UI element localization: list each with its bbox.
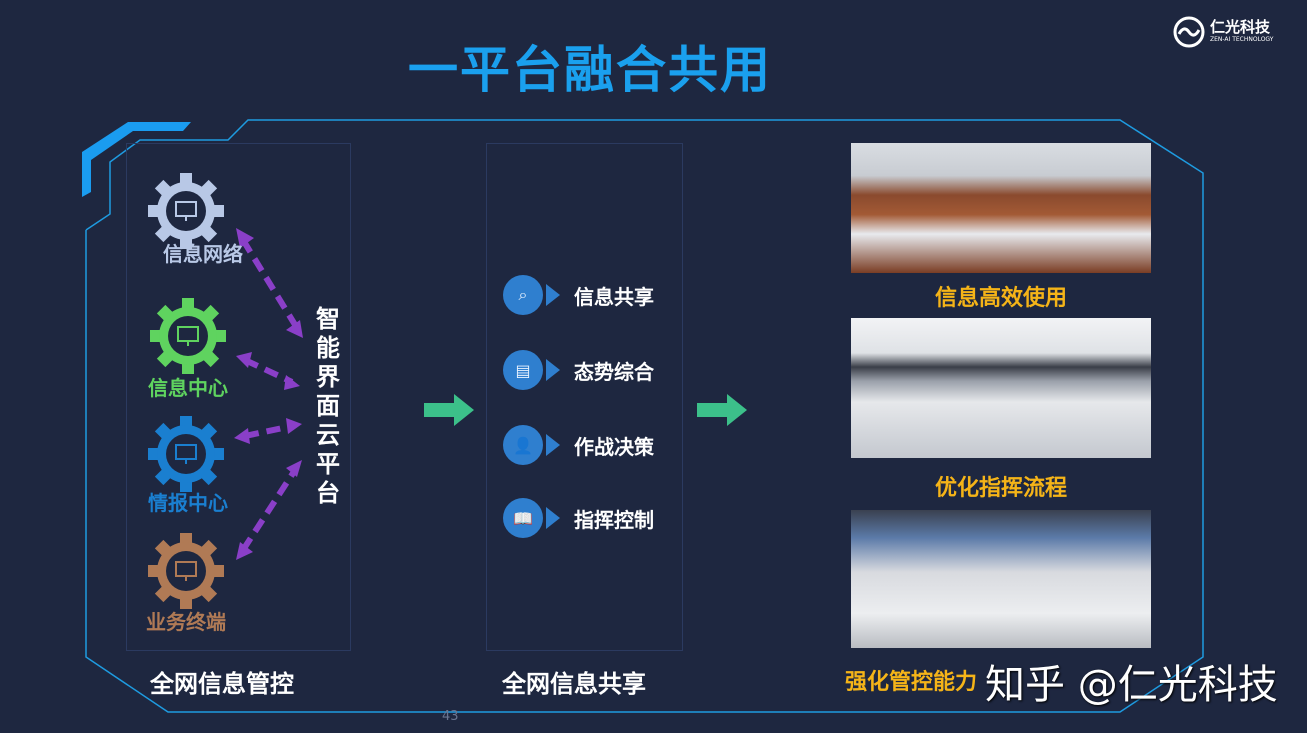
node-label: 信息网络: [163, 242, 243, 266]
item-command-control: 📖指挥控制: [503, 498, 654, 538]
command-center-photo-1: [851, 143, 1151, 273]
middle-footer: 全网信息共享: [502, 670, 646, 698]
smart-cloud-platform-label: 智能界面云平台: [316, 305, 340, 507]
node-label: 业务终端: [146, 610, 226, 634]
gear-tablet-mail-icon: [148, 173, 224, 249]
gear-monitor-icon: [148, 533, 224, 609]
logo-name: 仁光科技: [1210, 18, 1271, 36]
item-info-sharing: ⌕信息共享: [503, 275, 654, 315]
logo-subtitle: ZEN-AI TECHNOLOGY: [1210, 36, 1274, 43]
node-label: 信息中心: [148, 376, 228, 400]
caption-1: 信息高效使用: [934, 286, 1067, 311]
item-decision: 👤作战决策: [503, 425, 654, 465]
command-center-photo-3: [851, 510, 1151, 648]
gear-media-device-icon: [150, 298, 226, 374]
add-user-icon: 👤: [503, 425, 543, 465]
page-number: 43: [442, 709, 459, 724]
network-control-panel: [126, 143, 351, 651]
document-search-icon: ⌕: [503, 275, 543, 315]
page-title: 一平台融合共用: [408, 41, 772, 99]
caption-2: 优化指挥流程: [934, 476, 1067, 501]
logo-mark-icon: [1173, 16, 1205, 48]
info-sharing-panel: [486, 143, 683, 651]
watermark: 知乎 @仁光科技: [985, 662, 1278, 708]
gear-monitor-icon: [148, 416, 224, 492]
left-footer: 全网信息管控: [150, 670, 294, 698]
command-center-photo-2: [851, 318, 1151, 458]
caption-3: 强化管控能力: [845, 670, 978, 695]
company-logo: 仁光科技 ZEN-AI TECHNOLOGY: [1172, 14, 1282, 50]
item-situation: ▤态势综合: [503, 350, 654, 390]
node-label: 情报中心: [148, 491, 228, 515]
dashboard-window-icon: ▤: [503, 350, 543, 390]
book-icon: 📖: [503, 498, 543, 538]
